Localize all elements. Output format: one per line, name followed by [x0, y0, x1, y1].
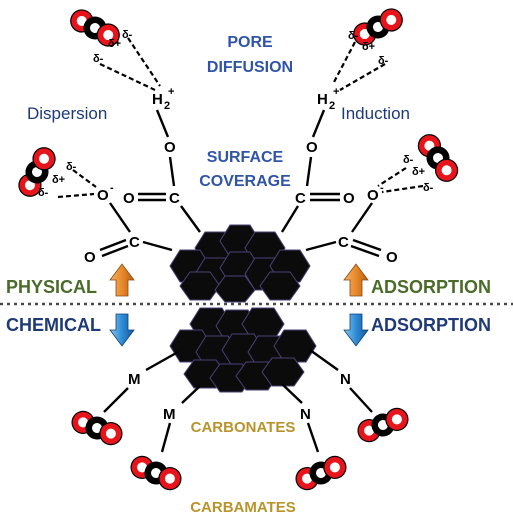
bond	[180, 205, 201, 233]
bond	[305, 240, 337, 252]
dashed-interaction	[57, 192, 95, 199]
co2-molecule-mid-left	[14, 143, 60, 201]
oxygen-atom: O	[123, 190, 135, 207]
oxygen-atom: O	[343, 190, 355, 207]
surface-coverage-label: SURFACE	[207, 149, 284, 166]
down-arrow-icon	[109, 313, 135, 347]
bond	[145, 350, 179, 372]
porous-carbon-surface-bottom	[169, 307, 317, 393]
dashed-interaction	[127, 37, 161, 87]
h2-plus-right: H	[317, 91, 328, 108]
delta-minus-label: δ-	[66, 161, 77, 173]
dashed-interaction	[99, 63, 156, 91]
oxygen-atom: O	[386, 249, 398, 266]
delta-plus-label: δ+	[52, 174, 65, 186]
nitrogen-atom: N	[340, 371, 351, 388]
charge: -	[380, 182, 384, 194]
oxygen-atom: O	[164, 139, 176, 156]
induction-label: Induction	[341, 104, 410, 123]
delta-minus-label: δ-	[348, 30, 359, 42]
surface-coverage-label-line2: COVERAGE	[199, 173, 291, 190]
co2-molecule-bottom-2	[127, 452, 185, 494]
down-arrow-icon	[343, 313, 369, 347]
carbonates-label: CARBONATES	[191, 419, 296, 436]
dashed-interaction	[332, 41, 356, 85]
bond	[160, 422, 172, 453]
bond	[309, 349, 339, 371]
co2-molecule-top-right	[349, 4, 407, 50]
up-arrow-icon	[109, 263, 135, 297]
charge: +	[333, 86, 339, 98]
bond	[351, 202, 373, 233]
delta-minus-label: δ-	[122, 29, 133, 41]
bond	[103, 387, 129, 413]
pore-diffusion-label-line2: DIFFUSION	[207, 59, 293, 76]
double-bond	[99, 238, 129, 258]
dashed-interaction	[377, 167, 407, 187]
carbon-atom: C	[169, 190, 180, 207]
bond	[311, 109, 326, 138]
bond	[349, 387, 373, 413]
pore-diffusion-label: PORE	[227, 34, 273, 51]
o-minus-right: O	[367, 187, 379, 204]
double-bond	[310, 192, 340, 202]
delta-plus-label: δ+	[108, 38, 121, 50]
bond	[281, 383, 303, 404]
bond	[181, 385, 201, 404]
delta-minus-label: δ-	[378, 55, 389, 67]
metal-atom: M	[128, 371, 141, 388]
dispersion-label: Dispersion	[27, 104, 107, 123]
co2-molecule-bottom-4	[354, 404, 412, 446]
chemical-label: CHEMICAL	[6, 315, 101, 335]
double-bond	[138, 192, 166, 202]
delta-minus-label: δ-	[93, 53, 104, 65]
bond	[280, 205, 300, 233]
bond	[155, 109, 170, 138]
subscript: 2	[164, 100, 170, 112]
carbon-atom: C	[338, 234, 349, 251]
oxygen-atom: O	[84, 249, 96, 266]
up-arrow-icon	[343, 263, 369, 297]
bond	[168, 156, 176, 187]
delta-minus-label: δ-	[423, 182, 434, 194]
delta-plus-label: δ+	[412, 166, 425, 178]
dashed-interaction	[339, 63, 386, 91]
bond	[306, 422, 320, 453]
bond	[109, 202, 131, 233]
dashed-interaction	[72, 169, 97, 188]
bond	[142, 240, 173, 252]
charge: +	[168, 86, 174, 98]
oxygen-atom: O	[306, 139, 318, 156]
carbamates-label: CARBAMATES	[190, 499, 296, 516]
metal-atom: M	[163, 406, 176, 423]
adsorption-label-top: ADSORPTION	[371, 277, 491, 297]
nitrogen-atom: N	[300, 406, 311, 423]
dashed-interaction	[381, 184, 424, 194]
delta-plus-label: δ+	[362, 41, 375, 53]
physical-label: PHYSICAL	[6, 277, 97, 297]
carbon-atom: C	[295, 190, 306, 207]
double-bond	[350, 238, 382, 258]
bond	[305, 156, 313, 187]
co2-molecule-bottom-1	[68, 407, 126, 449]
subscript: 2	[329, 100, 335, 112]
h2-plus-left: H	[152, 91, 163, 108]
o-minus-left: O	[97, 187, 109, 204]
charge: -	[110, 182, 114, 194]
delta-minus-label: δ-	[403, 154, 414, 166]
carbon-atom: C	[129, 234, 140, 251]
porous-carbon-surface-top	[169, 224, 311, 303]
adsorption-label-bottom: ADSORPTION	[371, 315, 491, 335]
delta-minus-label: δ-	[38, 187, 49, 199]
co2-molecule-bottom-3	[292, 452, 350, 494]
